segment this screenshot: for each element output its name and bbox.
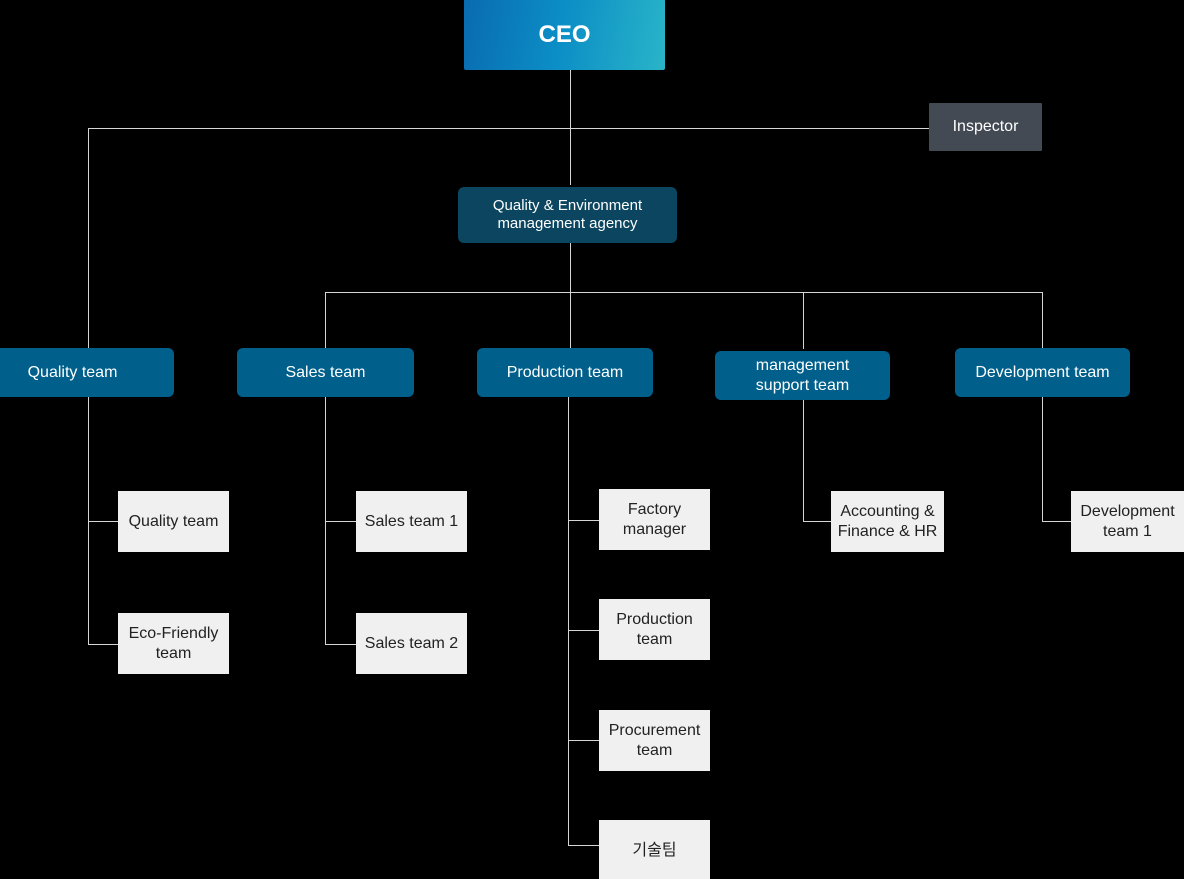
node-subteam-factory-manager[interactable]: Factory manager — [599, 489, 710, 550]
node-subteam-sales-team-1[interactable]: Sales team 1 — [356, 491, 467, 552]
node-department-sales-team[interactable]: Sales team — [237, 348, 414, 397]
connector-agency-stem — [570, 243, 571, 349]
node-subteam-accounting-finance-hr[interactable]: Accounting & Finance & HR — [831, 491, 944, 552]
node-ceo[interactable]: CEO — [464, 0, 665, 70]
node-department-production-team[interactable]: Production team — [477, 348, 653, 397]
connector-branch-sales-2 — [325, 644, 356, 645]
connector-branch-development-1 — [1042, 521, 1073, 522]
connector-production-column — [568, 397, 569, 845]
connector-branch-management-support-1 — [803, 521, 832, 522]
node-department-development-team[interactable]: Development team — [955, 348, 1130, 397]
node-subteam-quality-team[interactable]: Quality team — [118, 491, 229, 552]
connector-branch-quality-2 — [88, 644, 118, 645]
connector-bus-top — [88, 128, 930, 129]
connector-management-support-column — [803, 400, 804, 522]
connector-riser-management-support — [803, 292, 804, 349]
node-quality-environment-agency[interactable]: Quality & Environment management agency — [458, 187, 677, 243]
node-subteam-development-team-1[interactable]: Development team 1 — [1071, 491, 1184, 552]
connector-branch-production-3 — [568, 740, 599, 741]
connector-branch-sales-1 — [325, 521, 356, 522]
node-subteam-technology-team[interactable]: 기술팀 — [599, 820, 710, 879]
connector-branch-production-4 — [568, 845, 599, 846]
node-subteam-production-team[interactable]: Production team — [599, 599, 710, 660]
node-inspector[interactable]: Inspector — [929, 103, 1042, 151]
connector-development-column — [1042, 397, 1043, 522]
connector-branch-quality-1 — [88, 521, 118, 522]
node-subteam-eco-friendly-team[interactable]: Eco-Friendly team — [118, 613, 229, 674]
connector-riser-development — [1042, 292, 1043, 349]
node-subteam-procurement-team[interactable]: Procurement team — [599, 710, 710, 771]
node-department-quality-team[interactable]: Quality team — [0, 348, 174, 397]
connector-branch-production-2 — [568, 630, 599, 631]
node-department-management-support-team[interactable]: management support team — [715, 351, 890, 400]
connector-riser-sales — [325, 292, 326, 349]
connector-bus-departments — [325, 292, 1043, 293]
node-subteam-sales-team-2[interactable]: Sales team 2 — [356, 613, 467, 674]
connector-branch-production-1 — [568, 520, 599, 521]
connector-ceo-stem — [570, 70, 571, 185]
